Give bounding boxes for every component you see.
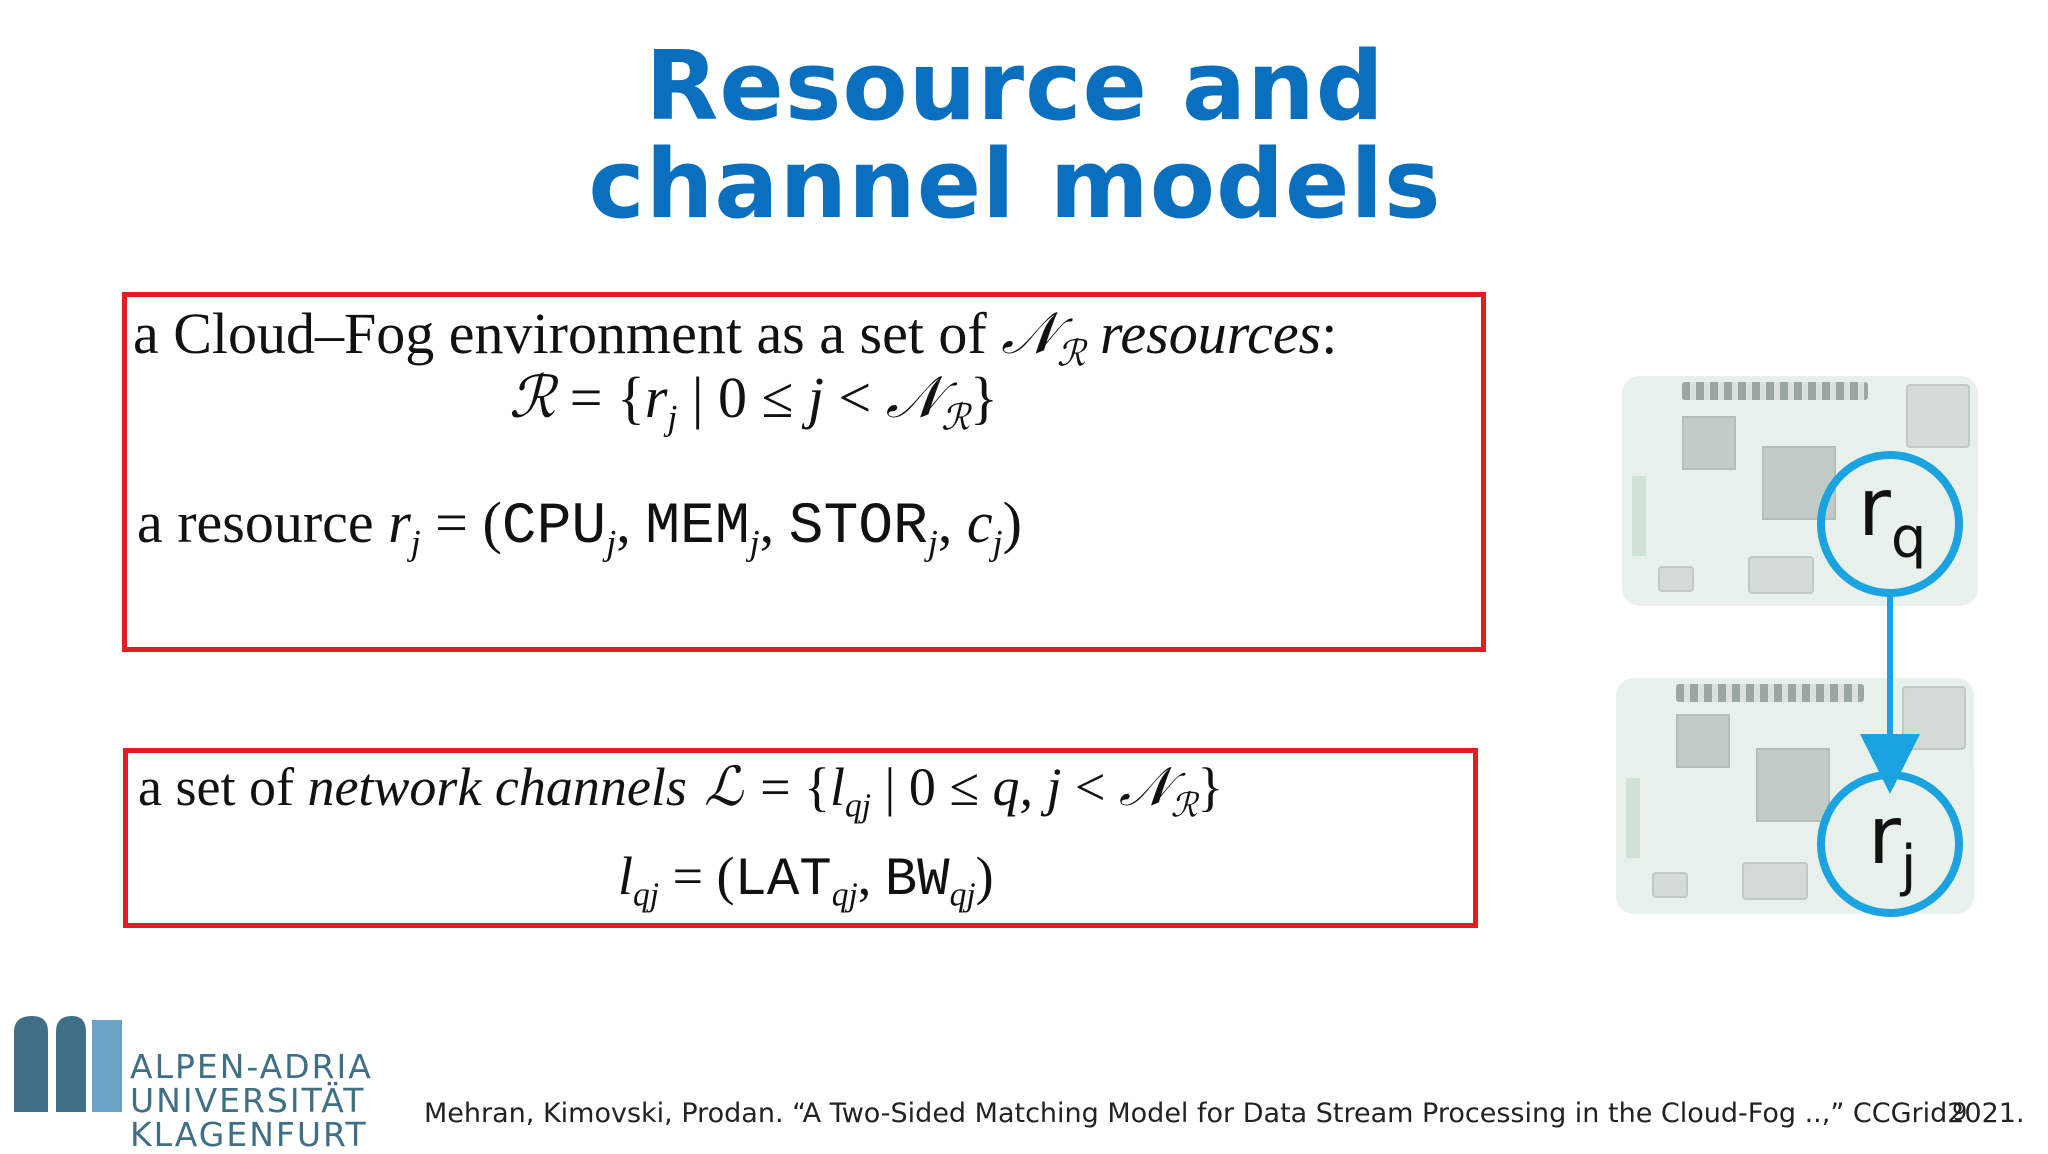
text: | 0 ≤ [677, 365, 808, 430]
university-logo-text: ALPEN-ADRIA UNIVERSITÄT KLAGENFURT [130, 1050, 373, 1152]
text: = { [760, 757, 830, 817]
math-bw: BW [884, 850, 950, 911]
math-sub-R: ℛ [1170, 785, 1198, 825]
math-sub-j: j [410, 522, 421, 563]
text: = ( [420, 490, 502, 555]
logo-line-3: KLAGENFURT [130, 1115, 368, 1154]
math-sub-qj: qj [845, 787, 872, 825]
math-N: 𝒩 [1118, 755, 1171, 818]
math-L: ℒ [686, 755, 761, 818]
connector-icon [1632, 476, 1646, 556]
channel-definition-box: a set of network channels ℒ = {lqj | 0 ≤… [123, 748, 1478, 928]
math-r: r [644, 365, 668, 430]
slide-title-line-1: Resource and [645, 32, 1385, 142]
node-circle-rj [1817, 771, 1963, 917]
text: = ( [659, 846, 735, 906]
math-cpu: CPU [501, 495, 607, 560]
math-sub-j: j [606, 522, 617, 563]
text: } [969, 365, 998, 430]
math-l: l [829, 757, 845, 817]
math-N: 𝒩 [1001, 299, 1057, 367]
math-r: r [388, 490, 411, 555]
resource-tuple-formula: a resource rj = (CPUj, MEMj, STORj, cj) [137, 489, 1022, 563]
usb-port-icon [1906, 384, 1970, 448]
text: , [937, 490, 967, 555]
math-sub-R: ℛ [941, 397, 970, 439]
text: ) [975, 846, 994, 906]
italic-network-channels: network channels [307, 757, 687, 817]
logo-line-2: UNIVERSITÄT [130, 1081, 366, 1120]
node-subscript: j [1900, 834, 1917, 899]
page-number: 9 [1952, 1098, 1968, 1126]
university-logo-icon [14, 1016, 122, 1112]
math-l: l [618, 846, 634, 906]
math-sub-j: j [749, 522, 760, 563]
gpio-pins-icon [1682, 382, 1868, 400]
math-sub-qj: qj [831, 876, 858, 914]
math-qj: q, j [992, 757, 1062, 817]
math-N: 𝒩 [885, 363, 942, 431]
logo-line-1: ALPEN-ADRIA [130, 1047, 373, 1086]
channel-set-formula: a set of network channels ℒ = {lqj | 0 ≤… [138, 755, 1224, 823]
text: : [1321, 301, 1338, 366]
hdmi-port-icon [1748, 556, 1814, 594]
math-sub-j: j [667, 397, 678, 438]
citation-footer: Mehran, Kimovski, Prodan. “A Two-Sided M… [424, 1098, 2025, 1129]
micro-usb-port-icon [1652, 872, 1688, 898]
math-mem: MEM [645, 495, 750, 560]
text: < [824, 365, 886, 430]
math-sub-j: j [927, 522, 938, 563]
math-j: j [807, 365, 824, 430]
slide-title-line-2: channel models [588, 130, 1442, 240]
micro-usb-port-icon [1658, 566, 1694, 592]
node-label-rq: rq [1858, 468, 1926, 567]
text: = { [555, 365, 645, 430]
resource-set-sentence: a Cloud–Fog environment as a set of 𝒩ℛ r… [133, 299, 1338, 372]
hdmi-port-icon [1742, 862, 1808, 900]
text: , [616, 490, 646, 555]
slide-title: Resource and channel models [0, 38, 2030, 234]
connector-icon [1626, 778, 1640, 858]
raspberry-pi-board-image-bottom [1616, 678, 1974, 914]
text: | 0 ≤ [871, 757, 993, 817]
text: , [857, 846, 885, 906]
math-sub-qj: qj [949, 876, 976, 914]
channel-tuple-formula: lqj = (LATqj, BWqj) [618, 845, 994, 914]
node-circle-rq [1817, 451, 1963, 597]
math-stor: STOR [788, 495, 928, 560]
text: a Cloud–Fog environment as a set of [133, 301, 1002, 366]
resource-definition-box: a Cloud–Fog environment as a set of 𝒩ℛ r… [122, 292, 1486, 652]
math-sub-qj: qj [633, 876, 660, 914]
text: a resource [137, 490, 389, 555]
node-letter: r [1868, 789, 1901, 882]
math-sub-R: ℛ [1056, 333, 1086, 375]
gpio-pins-icon [1676, 684, 1864, 702]
resource-link-diagram [1817, 451, 1963, 917]
text: < [1061, 757, 1119, 817]
math-lat: LAT [734, 850, 832, 911]
chip-icon [1682, 416, 1736, 470]
resource-set-formula: ℛ = {rj | 0 ≤ j < 𝒩ℛ} [509, 363, 998, 436]
italic-resources: resources [1085, 301, 1322, 366]
node-label-rj: rj [1868, 796, 1916, 895]
text: a set of [138, 757, 308, 817]
processor-icon [1756, 748, 1830, 822]
math-c: c [966, 490, 993, 555]
node-subscript: q [1890, 506, 1927, 571]
node-letter: r [1858, 461, 1891, 554]
text: } [1197, 757, 1224, 817]
text: ) [1002, 490, 1022, 555]
math-R: ℛ [509, 363, 556, 431]
math-sub-j: j [992, 522, 1003, 563]
chip-icon [1676, 714, 1730, 768]
text: , [759, 490, 789, 555]
